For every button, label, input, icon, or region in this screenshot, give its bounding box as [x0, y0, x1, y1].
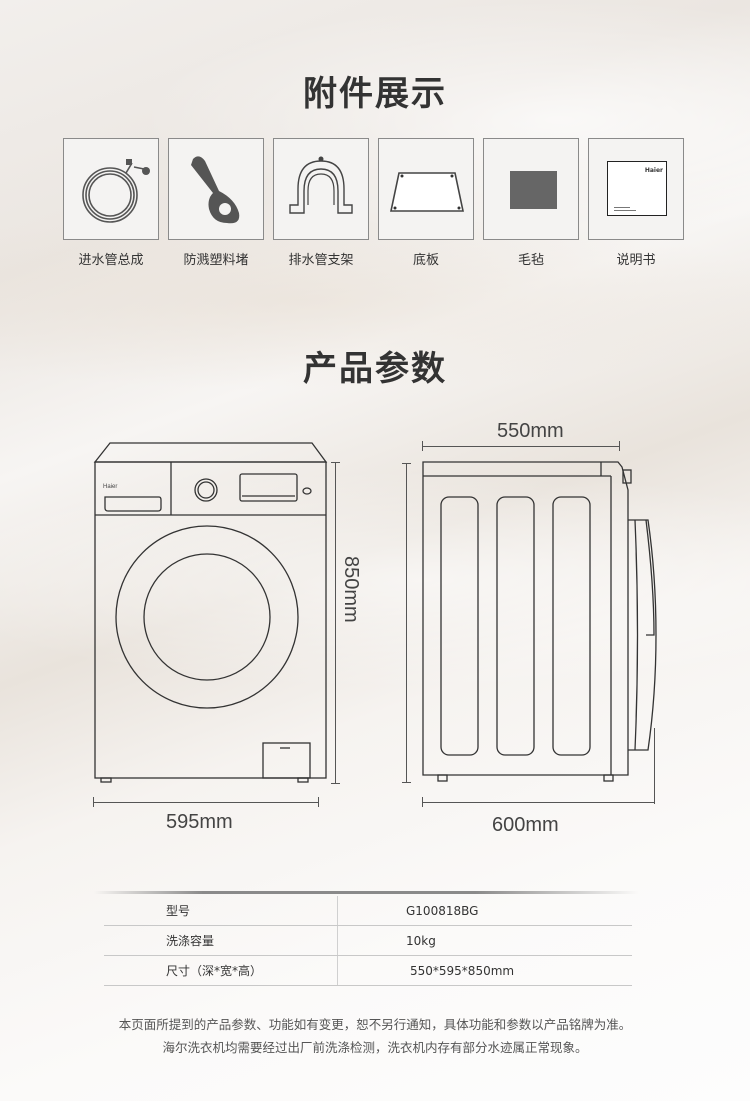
- accessory-label: 底板: [412, 253, 439, 268]
- washer-front-view-diagram: Haier: [93, 442, 328, 783]
- width-dimension-line: [93, 802, 319, 803]
- accessory-item: 进水管总成: [63, 138, 159, 268]
- dimension-tick: [331, 462, 340, 463]
- spec-key: 型号: [104, 896, 338, 925]
- accessory-label: 排水管支架: [288, 253, 354, 268]
- manual-brand: Haier: [644, 167, 663, 174]
- washer-side-view-diagram: [422, 461, 657, 782]
- dimension-tick: [93, 797, 94, 807]
- dimension-extension-line: [654, 728, 655, 804]
- dimension-tick: [422, 441, 423, 451]
- accessory-label: 说明书: [616, 253, 656, 268]
- dimension-tick: [422, 797, 423, 807]
- table-row: 型号 G100818BG: [104, 896, 632, 926]
- accessory-item: 毛毡: [483, 138, 579, 268]
- depth-dimension-line: [422, 446, 619, 447]
- felt-pad-icon: [510, 171, 557, 209]
- accessory-item: Haier 说明书: [588, 138, 684, 268]
- front-brand: Haier: [103, 484, 117, 490]
- total-depth-dimension-line: [422, 802, 655, 803]
- dimension-tick: [402, 782, 411, 783]
- dimension-tick: [331, 783, 340, 784]
- dimension-tick: [402, 463, 411, 464]
- width-label: 595mm: [166, 811, 233, 833]
- total-depth-label: 600mm: [492, 814, 559, 836]
- height-label: 850mm: [340, 556, 362, 623]
- spec-table: 型号 G100818BG 洗涤容量 10kg 尺寸（深*宽*高） 550*595…: [94, 891, 639, 986]
- inlet-hose-icon: [82, 159, 150, 223]
- table-row: 尺寸（深*宽*高） 550*595*850mm: [104, 956, 632, 986]
- accessory-item: 防溅塑料堵: [168, 138, 264, 268]
- table-top-bar: [94, 891, 639, 894]
- spec-key: 尺寸（深*宽*高）: [104, 956, 338, 985]
- spec-key: 洗涤容量: [104, 926, 338, 955]
- accessory-label: 毛毡: [517, 253, 544, 268]
- accessories-title: 附件展示: [303, 74, 447, 114]
- drain-bracket-icon: [289, 156, 353, 214]
- table-row: 洗涤容量 10kg: [104, 926, 632, 956]
- depth-label: 550mm: [497, 420, 564, 442]
- dimension-tick: [318, 797, 319, 807]
- disclaimer-line-1: 本页面所提到的产品参数、功能如有变更，恕不另行通知，具体功能和参数以产品铭牌为准…: [118, 1017, 632, 1032]
- spec-value: 10kg: [406, 933, 436, 948]
- side-height-dimension-line: [406, 463, 407, 783]
- params-title: 产品参数: [303, 349, 447, 389]
- manual-icon: Haier: [607, 161, 667, 216]
- base-plate-icon: [390, 172, 464, 212]
- accessory-label: 防溅塑料堵: [183, 253, 249, 268]
- disclaimer-line-2: 海尔洗衣机均需要经过出厂前洗涤检测，洗衣机内存有部分水迹属正常现象。: [162, 1040, 588, 1055]
- spec-value: 550*595*850mm: [410, 963, 515, 978]
- spec-value: G100818BG: [406, 903, 479, 918]
- height-dimension-line: [335, 462, 336, 784]
- splash-plug-icon: [191, 156, 240, 224]
- dimension-tick: [619, 441, 620, 451]
- accessory-item: 底板: [378, 138, 474, 268]
- accessory-label: 进水管总成: [78, 253, 144, 268]
- accessory-item: 排水管支架: [273, 138, 369, 268]
